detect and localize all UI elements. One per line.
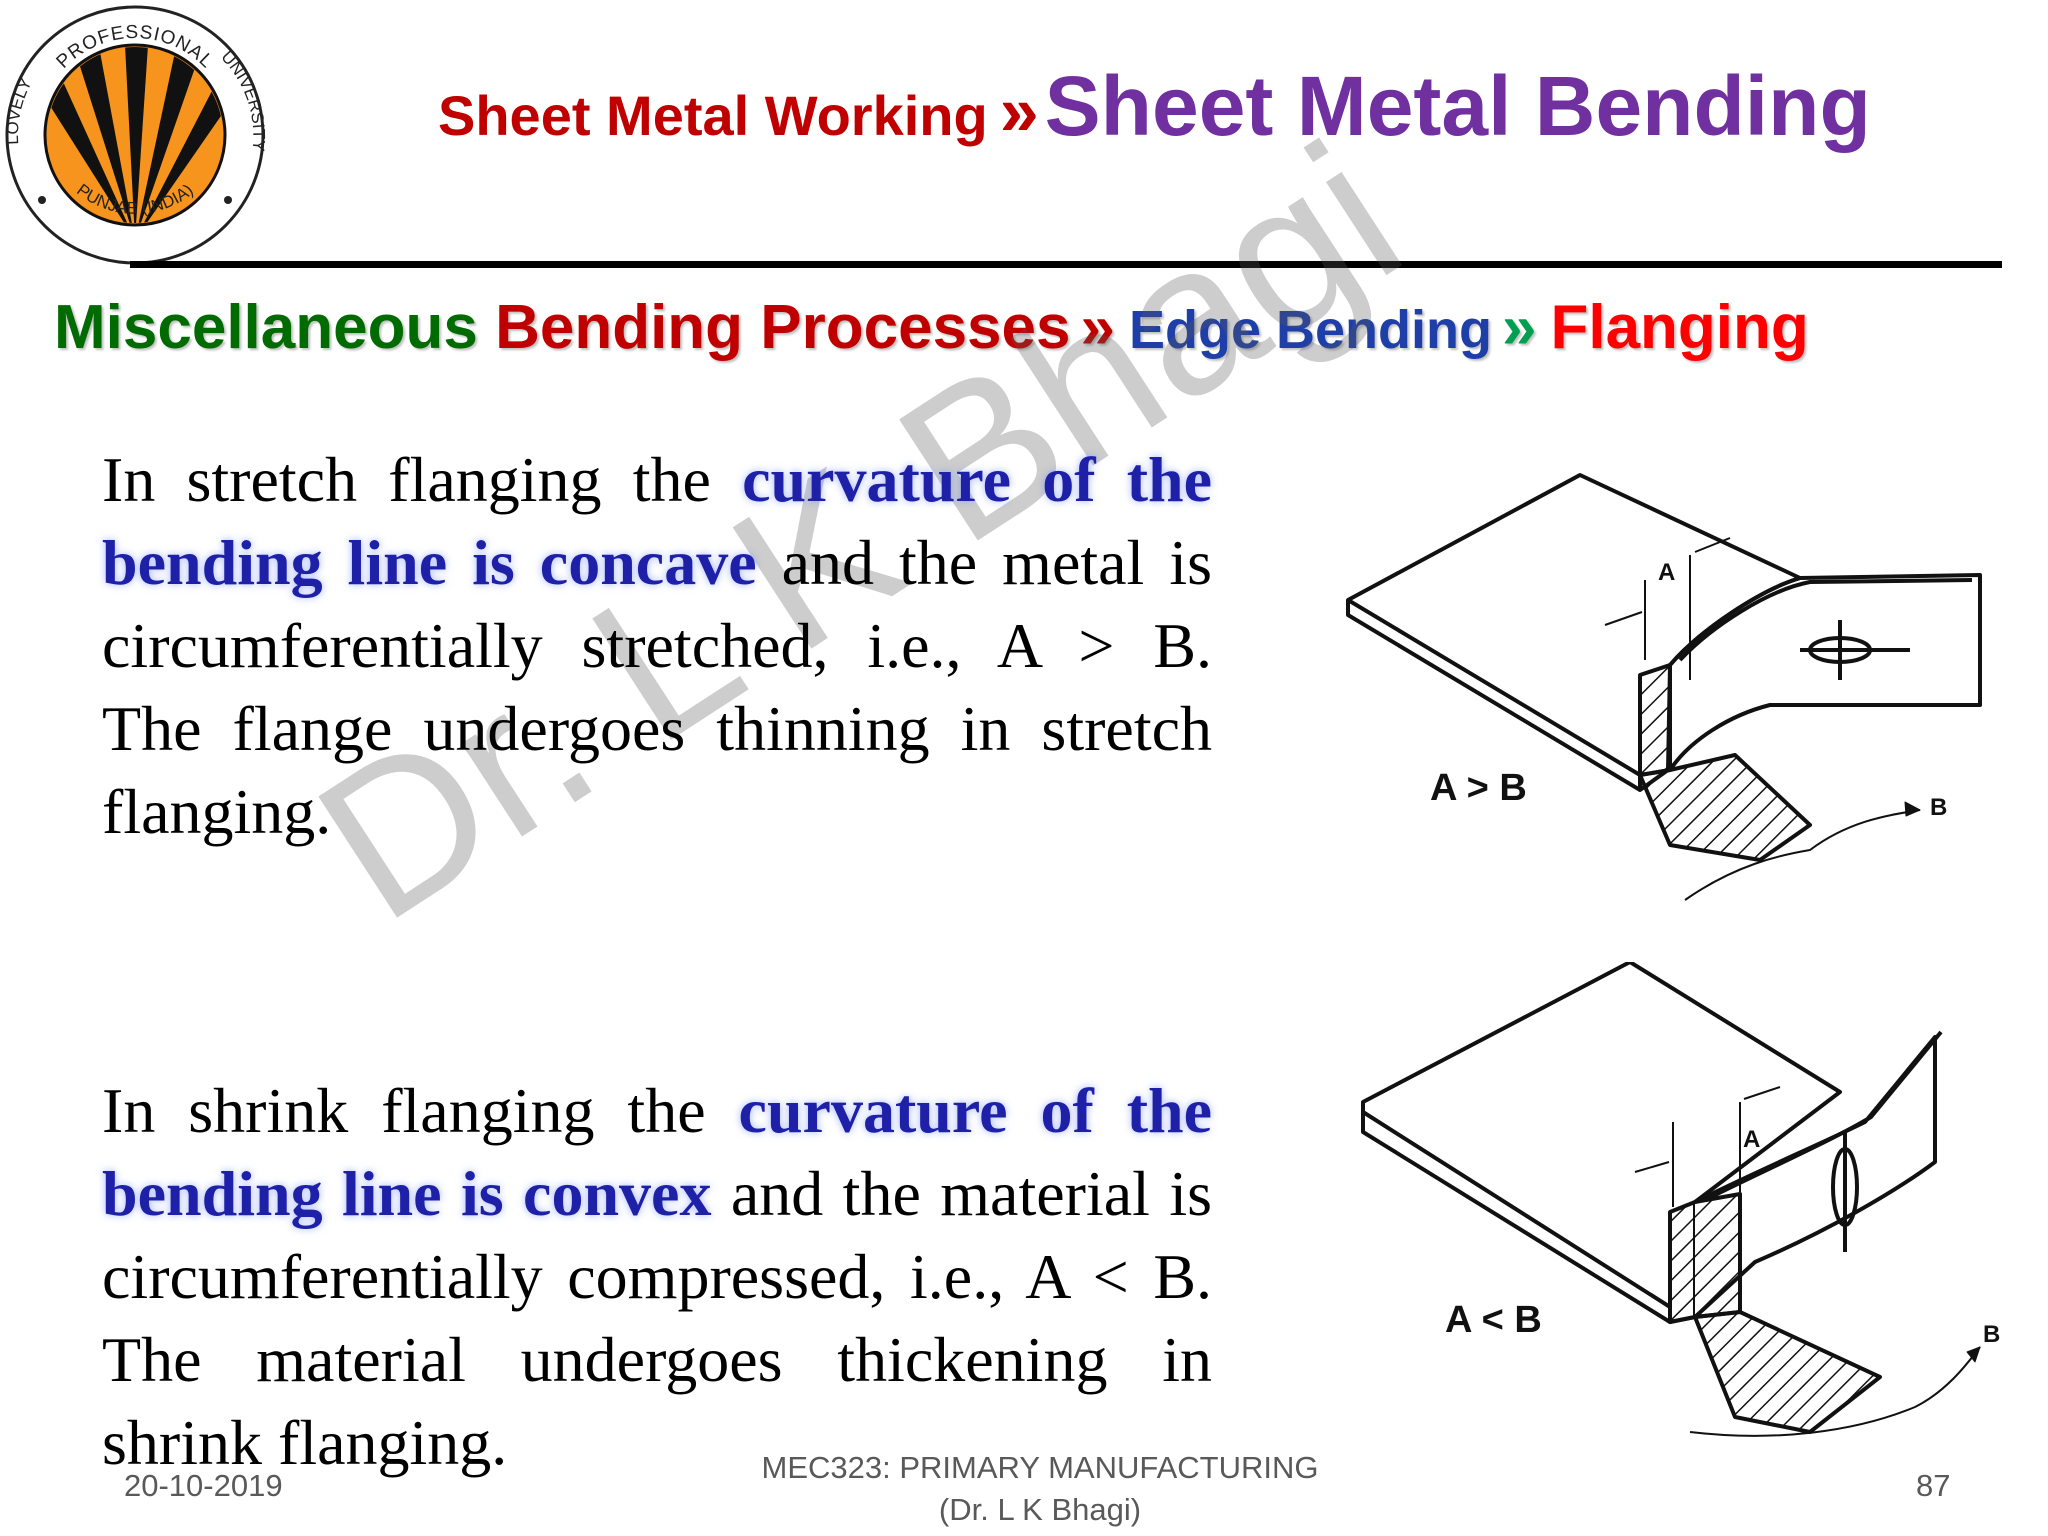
slide-title: Sheet Metal Working»Sheet Metal Bending: [438, 58, 2018, 168]
shrink-flange-diagram: A A < B B: [1361, 962, 2000, 1437]
fig2-label-a: A: [1743, 1126, 1760, 1153]
breadcrumb-flanging: Flanging: [1550, 293, 1809, 362]
footer-course-line2: (Dr. L K Bhagi): [938, 1492, 1142, 1527]
highlight-concave: curvature of the bending line is concave: [102, 444, 1212, 598]
title-sub: Sheet Metal Bending: [1044, 59, 1871, 153]
fig1-label-a: A: [1658, 559, 1675, 586]
footer-course: MEC323: PRIMARY MANUFACTURING (Dr. L K B…: [700, 1447, 1380, 1531]
fig1-label-b: B: [1930, 794, 1947, 821]
page-number: 87: [1916, 1468, 1951, 1503]
breadcrumb-edge-bending: Edge Bending: [1128, 300, 1492, 360]
footer-date: 20-10-2019: [124, 1468, 283, 1503]
fig2-relation: A < B: [1445, 1299, 1542, 1341]
title-main: Sheet Metal Working: [438, 84, 988, 147]
breadcrumb-bending-processes: Bending Processes: [495, 293, 1071, 362]
title-separator: »: [999, 72, 1039, 150]
breadcrumb-miscellaneous: Miscellaneous: [54, 293, 478, 362]
stretch-flange-diagram: A A > B B: [1346, 473, 1982, 901]
stretch-flanging-text: In stretch flanging the curvature of the…: [102, 444, 1213, 847]
footer-course-line1: MEC323: PRIMARY MANUFACTURING: [761, 1450, 1319, 1485]
breadcrumb-separator: »: [1080, 293, 1115, 362]
fig1-relation: A > B: [1430, 767, 1527, 809]
title-divider: [130, 261, 2002, 268]
shrink-flanging-text: In shrink flanging the curvature of the …: [102, 1075, 1212, 1478]
highlight-convex: curvature of the bending line is convex: [102, 1075, 1212, 1229]
university-logo: PROFESSIONAL LOVELY UNIVERSITY PUNJAB (I…: [3, 5, 268, 265]
breadcrumb-separator: »: [1501, 293, 1537, 362]
fig2-label-b: B: [1983, 1321, 2000, 1348]
breadcrumb: Miscellaneous Bending Processes»Edge Ben…: [54, 292, 2044, 372]
